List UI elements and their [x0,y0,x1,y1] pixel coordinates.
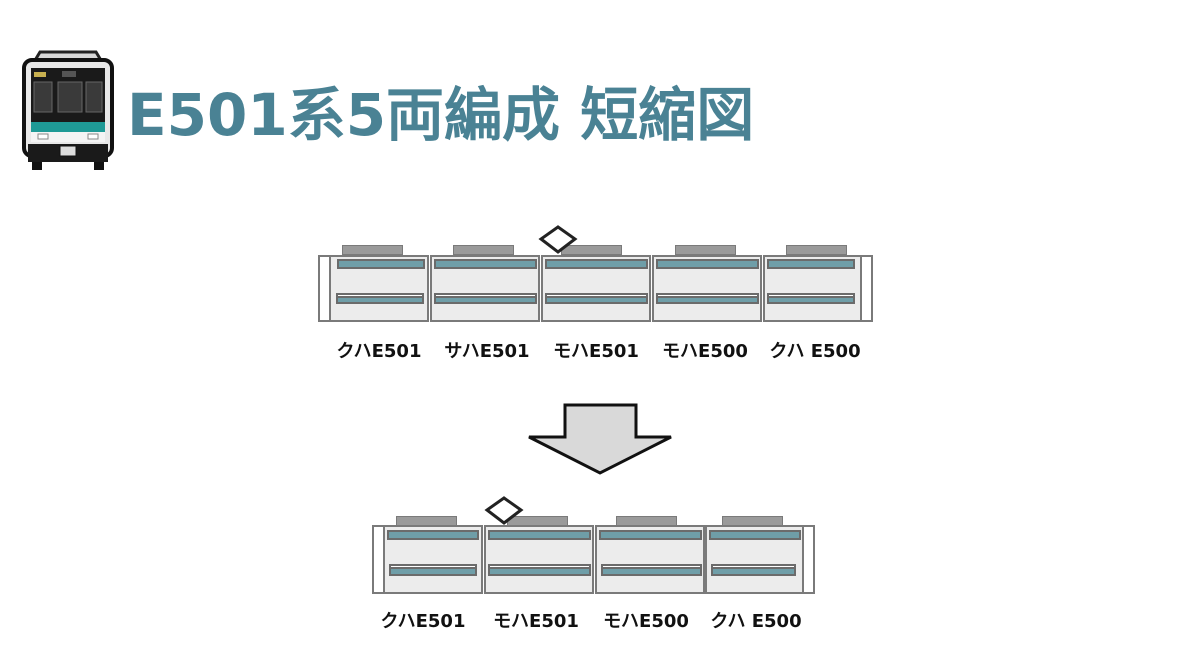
car-label: クハ E500 [769,341,861,362]
roof-unit [342,245,403,255]
car-kuha-e501 [329,255,429,322]
roof-unit [453,245,514,255]
car-kuha-e501 [383,525,483,594]
roof-unit [675,245,736,255]
pantograph-diamond-icon [538,225,578,254]
car-saha-e501 [430,255,540,322]
roof-unit [786,245,847,255]
car-label: モハE500 [603,611,689,632]
car-moha-e501 [484,525,594,594]
car-kuha-e500 [763,255,863,322]
roof-unit [722,516,783,526]
down-arrow-icon [528,403,672,475]
train-front-icon [22,50,114,170]
car-label: クハE501 [336,341,422,362]
car-label: モハE501 [493,611,579,632]
car-moha-e500 [595,525,705,594]
car-label: モハE501 [553,341,639,362]
roof-unit [616,516,677,526]
car-label: クハE501 [380,611,466,632]
car-label: クハ E500 [710,611,802,632]
cab-end-right [802,525,815,594]
page-title: E501系5両編成 短縮図 [127,81,755,149]
cab-end-right [860,255,873,322]
car-kuha-e500 [705,525,805,594]
car-moha-e501 [541,255,651,322]
car-label: サハE501 [444,341,530,362]
car-label: モハE500 [662,341,748,362]
pantograph-diamond-icon [484,496,524,525]
car-moha-e500 [652,255,762,322]
roof-unit [396,516,457,526]
